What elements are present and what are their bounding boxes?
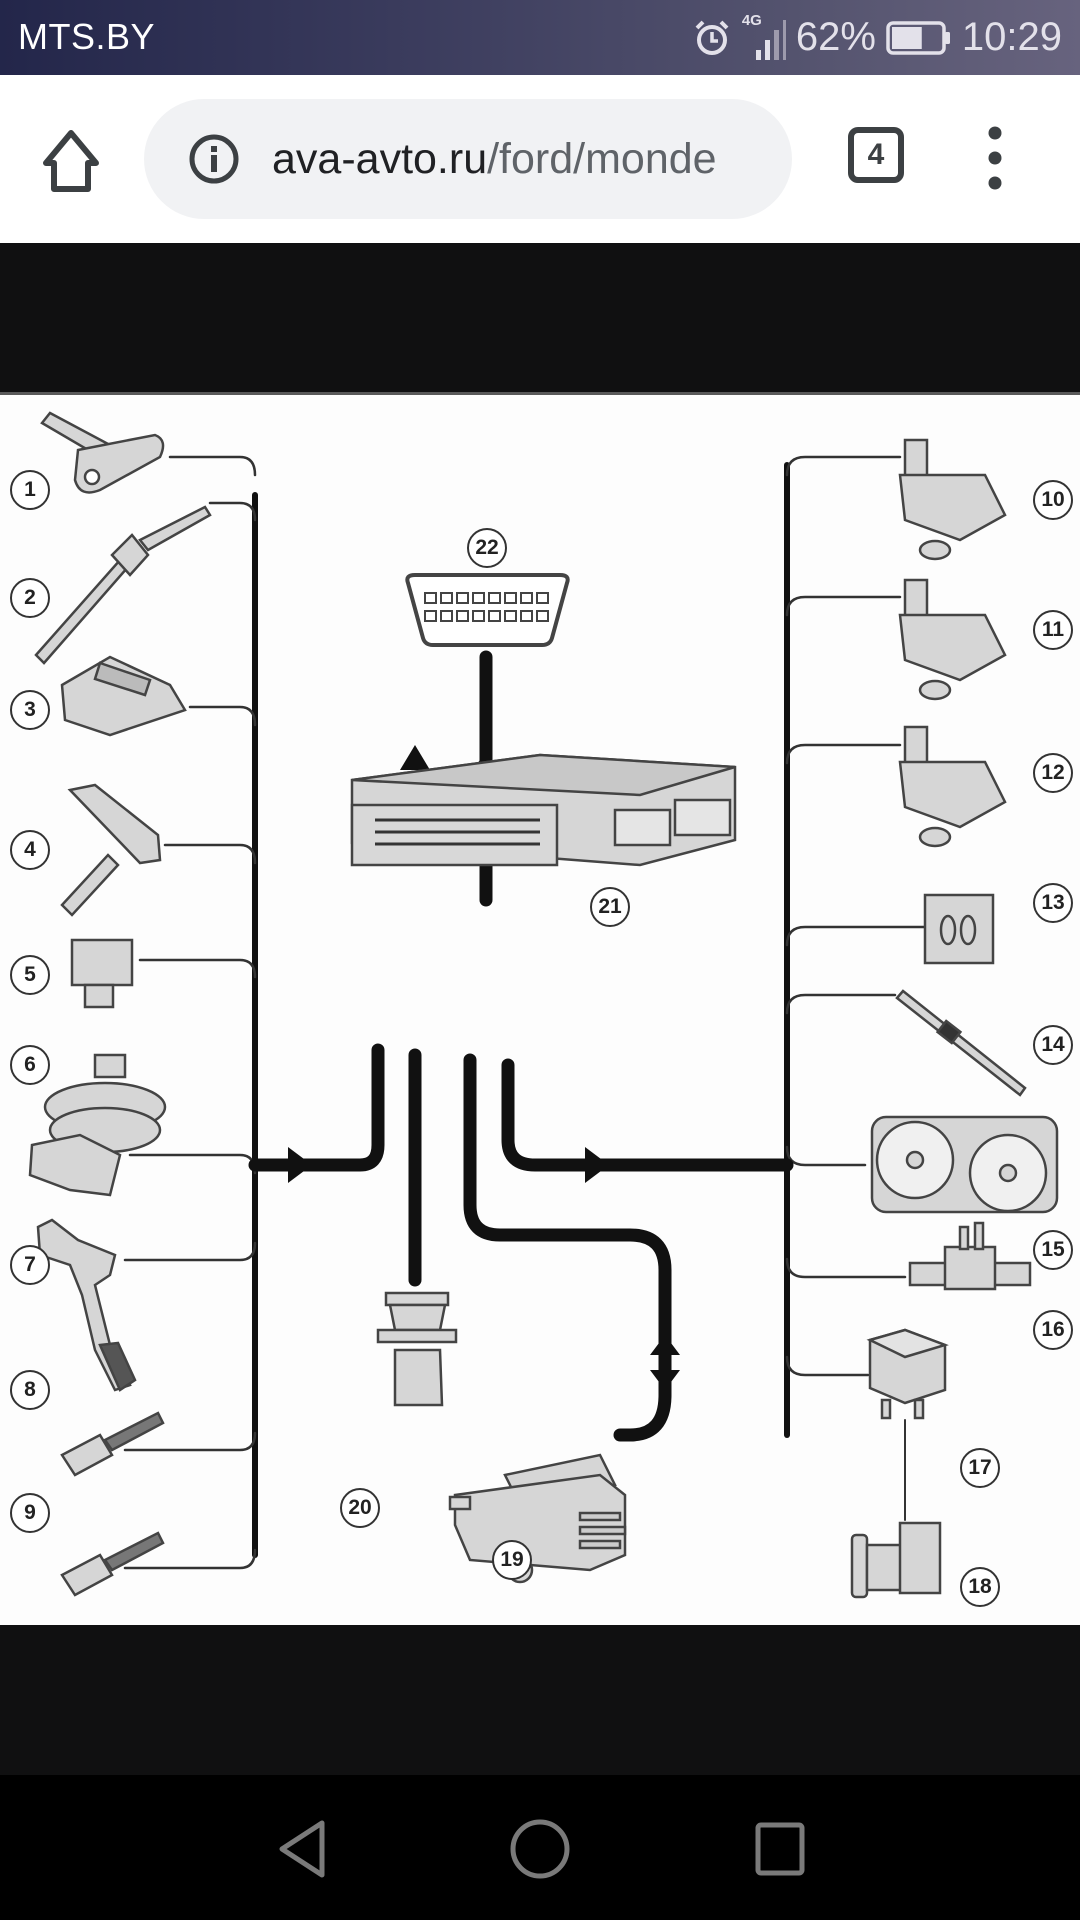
- left-branch-wires: [123, 455, 257, 1570]
- callout-13: 13: [1033, 883, 1073, 923]
- site-info-button[interactable]: [188, 133, 240, 185]
- more-vert-icon: [988, 126, 1002, 190]
- obd-pin: [456, 610, 469, 622]
- url-domain: ava-avto.ru: [272, 135, 488, 183]
- component-5-sensor: [70, 938, 134, 1009]
- callout-8: 8: [10, 1370, 50, 1410]
- arrow-up-ignition: [400, 745, 430, 770]
- home-circle-icon: [510, 1819, 570, 1879]
- nav-recents-button[interactable]: [740, 1815, 820, 1885]
- back-icon: [279, 1820, 325, 1878]
- diagram-svg: [28, 411, 1059, 1599]
- component-9-switch: [60, 1531, 165, 1597]
- status-bar: MTS.BY 4G 62% 10:29: [0, 0, 1080, 75]
- nav-back-button[interactable]: [262, 1815, 342, 1885]
- callout-18: 18: [960, 1567, 1000, 1607]
- callout-21: 21: [590, 887, 630, 927]
- component-2-sensor: [34, 505, 212, 665]
- component-1-sensor: [40, 411, 165, 494]
- url-text[interactable]: ava-avto.ru/ford/monde: [272, 131, 772, 187]
- components: [28, 411, 1059, 1599]
- callout-19: 19: [492, 1540, 532, 1580]
- recents-icon: [755, 1822, 805, 1876]
- callout-11: 11: [1033, 610, 1073, 650]
- obd-pin: [456, 592, 469, 604]
- right-branch-wires: [785, 455, 927, 1521]
- arrow-right-output: [585, 1147, 609, 1183]
- callout-5: 5: [10, 955, 50, 995]
- carrier-name: MTS.BY: [18, 16, 156, 57]
- home-icon: [43, 130, 99, 192]
- component-22-diagnostic-connector: [405, 573, 570, 647]
- url-path: /ford/monde: [487, 135, 717, 183]
- obd-pin: [504, 610, 517, 622]
- obd-pin: [536, 592, 549, 604]
- address-bar[interactable]: ava-avto.ru/ford/monde: [144, 99, 792, 219]
- callout-10: 10: [1033, 480, 1073, 520]
- component-21-ecu: [350, 753, 737, 867]
- arrow-right-left-input: [288, 1147, 312, 1183]
- home-button[interactable]: [40, 127, 102, 197]
- callout-22: 22: [467, 528, 507, 568]
- nav-home-button[interactable]: [500, 1815, 580, 1885]
- callout-14: 14: [1033, 1025, 1073, 1065]
- callout-9: 9: [10, 1493, 50, 1533]
- network-type: 4G: [741, 11, 762, 29]
- component-6-egr-valve: [28, 1053, 167, 1197]
- browser-menu-button[interactable]: [980, 123, 1010, 193]
- callout-3: 3: [10, 690, 50, 730]
- browser-toolbar: ava-avto.ru/ford/monde 4: [0, 75, 1080, 243]
- image-letterbox-bottom: [0, 1625, 1080, 1775]
- component-15-cooling-fans: [870, 1115, 1059, 1214]
- signal-icon: 4G: [741, 11, 786, 62]
- callout-20: 20: [340, 1488, 380, 1528]
- battery-icon: [886, 20, 952, 55]
- callout-4: 4: [10, 830, 50, 870]
- obd-pin: [440, 592, 453, 604]
- obd-pin: [424, 592, 437, 604]
- component-4-sensor: [60, 783, 162, 917]
- component-10-valve: [898, 438, 1007, 561]
- obd-pin: [536, 610, 549, 622]
- battery-percent: 62%: [795, 15, 876, 59]
- info-icon: [189, 134, 239, 184]
- component-12-valve: [898, 725, 1007, 848]
- obd-pin: [472, 592, 485, 604]
- component-7-pedal: [36, 1218, 137, 1392]
- obd-pin: [488, 592, 501, 604]
- arrow-bidirectional-pump: [650, 1335, 680, 1390]
- callout-2: 2: [10, 578, 50, 618]
- callout-17: 17: [960, 1448, 1000, 1488]
- obd-pin: [440, 610, 453, 622]
- obd-pin: [424, 610, 437, 622]
- component-19-injection-pump: [448, 1453, 627, 1584]
- component-14-glow-plug: [895, 989, 1027, 1097]
- obd-pin: [472, 610, 485, 622]
- callout-6: 6: [10, 1045, 50, 1085]
- clock: 10:29: [961, 15, 1062, 59]
- component-8-switch: [60, 1411, 165, 1477]
- system-nav-bar: [0, 1775, 1080, 1920]
- component-17-relay: [866, 1328, 949, 1420]
- callout-16: 16: [1033, 1310, 1073, 1350]
- component-20-ignition-switch: [376, 1291, 458, 1407]
- component-13-heater: [923, 893, 995, 965]
- tab-switcher-button[interactable]: 4: [848, 127, 904, 183]
- obd-pin: [520, 592, 533, 604]
- status-icons: 4G 62% 10:29: [692, 0, 1062, 75]
- component-11-valve: [898, 578, 1007, 701]
- callout-15: 15: [1033, 1230, 1073, 1270]
- component-3-sensor: [60, 655, 187, 737]
- obd-pin: [504, 592, 517, 604]
- component-18-throttle: [850, 1521, 942, 1599]
- obd-pin: [520, 610, 533, 622]
- callout-1: 1: [10, 470, 50, 510]
- obd-pin: [488, 610, 501, 622]
- component-16-sensor: [908, 1221, 1032, 1291]
- image-letterbox-top: [0, 243, 1080, 395]
- callout-7: 7: [10, 1245, 50, 1285]
- callout-12: 12: [1033, 753, 1073, 793]
- alarm-icon: [692, 18, 732, 58]
